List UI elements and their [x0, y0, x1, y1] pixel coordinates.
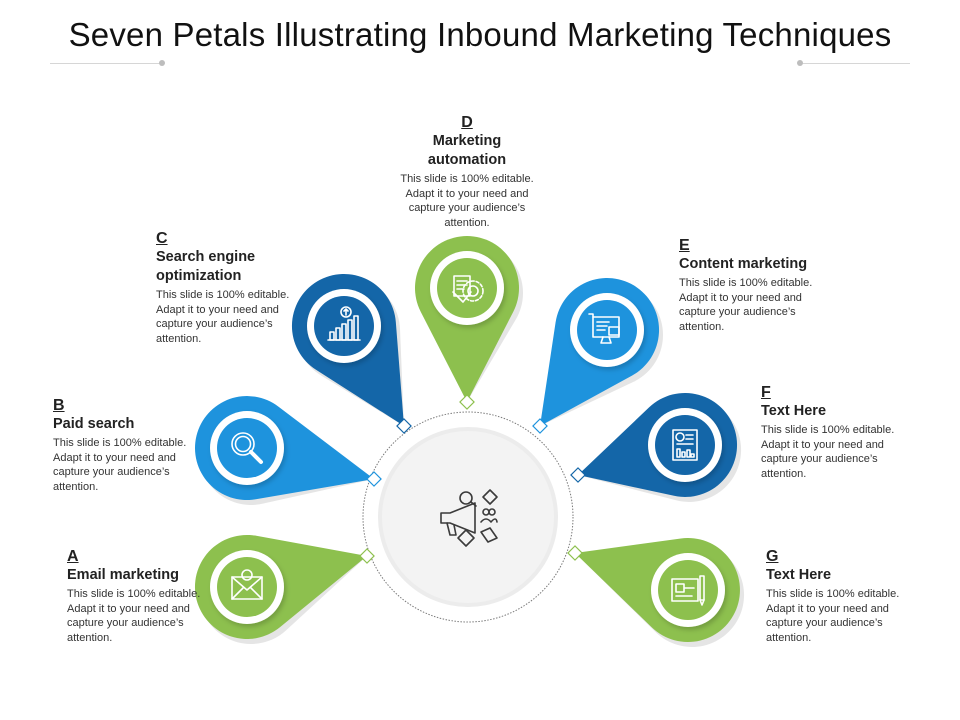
petal-heading: Marketing automation [427, 133, 507, 168]
hub-dotted-ring [362, 411, 574, 623]
page-title: Seven Petals Illustrating Inbound Market… [68, 16, 892, 53]
title-rule-left [50, 60, 165, 66]
report-icon [672, 429, 698, 461]
petal-description: This slide is 100% editable. Adapt it to… [400, 173, 534, 229]
petal-label-d: D Marketing automation This slide is 100… [393, 114, 541, 230]
petal-letter: D [461, 114, 473, 131]
petal-description: This slide is 100% editable. Adapt it to… [766, 588, 900, 644]
rule-dot [797, 60, 803, 66]
petal-description: This slide is 100% editable. Adapt it to… [679, 277, 813, 333]
petal-inner-disc [658, 560, 718, 620]
petal-description: This slide is 100% editable. Adapt it to… [156, 289, 290, 345]
magnifier-icon [231, 432, 263, 464]
growth-chart-icon [327, 306, 361, 341]
megaphone-marketing-icon [440, 489, 498, 547]
ring-marker [567, 545, 583, 561]
hub-disc [382, 431, 554, 603]
petal-letter: G [766, 548, 779, 565]
ring-marker [396, 418, 412, 434]
petal-icons [231, 275, 705, 606]
monitor-content-icon [588, 313, 620, 344]
petal-inner-disc [577, 300, 637, 360]
petal-inner-disc [437, 258, 497, 318]
title-rule-right [797, 60, 910, 66]
ring-marker [359, 548, 375, 564]
petal-heading: Paid search [53, 416, 135, 432]
petal-label-g: G Text Here This slide is 100% editable.… [766, 548, 906, 645]
petal-inner-disc [655, 415, 715, 475]
petal-g [575, 538, 745, 648]
rule-dot [159, 60, 165, 66]
ring-marker [570, 467, 586, 483]
petal-e [540, 277, 664, 426]
petal-a [194, 534, 367, 644]
petal-inner-disc [314, 296, 374, 356]
ring-markers [359, 394, 586, 564]
petal-letter: F [761, 384, 771, 401]
petal-inner-disc [217, 557, 277, 617]
petal-f [578, 392, 742, 502]
ring-marker [366, 471, 382, 487]
gear-document-icon [452, 275, 484, 303]
petal-d [415, 236, 524, 402]
petal-letter: E [679, 237, 690, 254]
petal-description: This slide is 100% editable. Adapt it to… [67, 588, 201, 644]
petal-b [195, 396, 374, 506]
petal-heading: Text Here [761, 403, 827, 419]
petal-label-e: E Content marketing This slide is 100% e… [679, 237, 824, 334]
petal-heading: Email marketing [67, 567, 180, 583]
ring-marker [532, 418, 548, 434]
petal-letter: B [53, 397, 65, 414]
petal-description: This slide is 100% editable. Adapt it to… [53, 437, 187, 493]
blueprint-icon [671, 575, 705, 606]
ring-marker [459, 394, 475, 410]
petal-letter: A [67, 548, 79, 565]
petal-heading: Search engine optimization [156, 249, 256, 284]
petal-letter: C [156, 230, 168, 247]
petal-c [291, 273, 404, 426]
central-hub [362, 411, 574, 623]
petal-heading: Content marketing [679, 256, 808, 272]
petal-inner-disc [217, 418, 277, 478]
petal-description: This slide is 100% editable. Adapt it to… [761, 424, 895, 480]
email-icon [231, 569, 263, 600]
petal-label-f: F Text Here This slide is 100% editable.… [761, 384, 901, 481]
petal-layer [194, 236, 745, 648]
petal-label-c: C Search engine optimization This slide … [156, 230, 296, 346]
petal-label-a: A Email marketing This slide is 100% edi… [67, 548, 207, 645]
petal-label-b: B Paid search This slide is 100% editabl… [53, 397, 193, 494]
petal-heading: Text Here [766, 567, 832, 583]
